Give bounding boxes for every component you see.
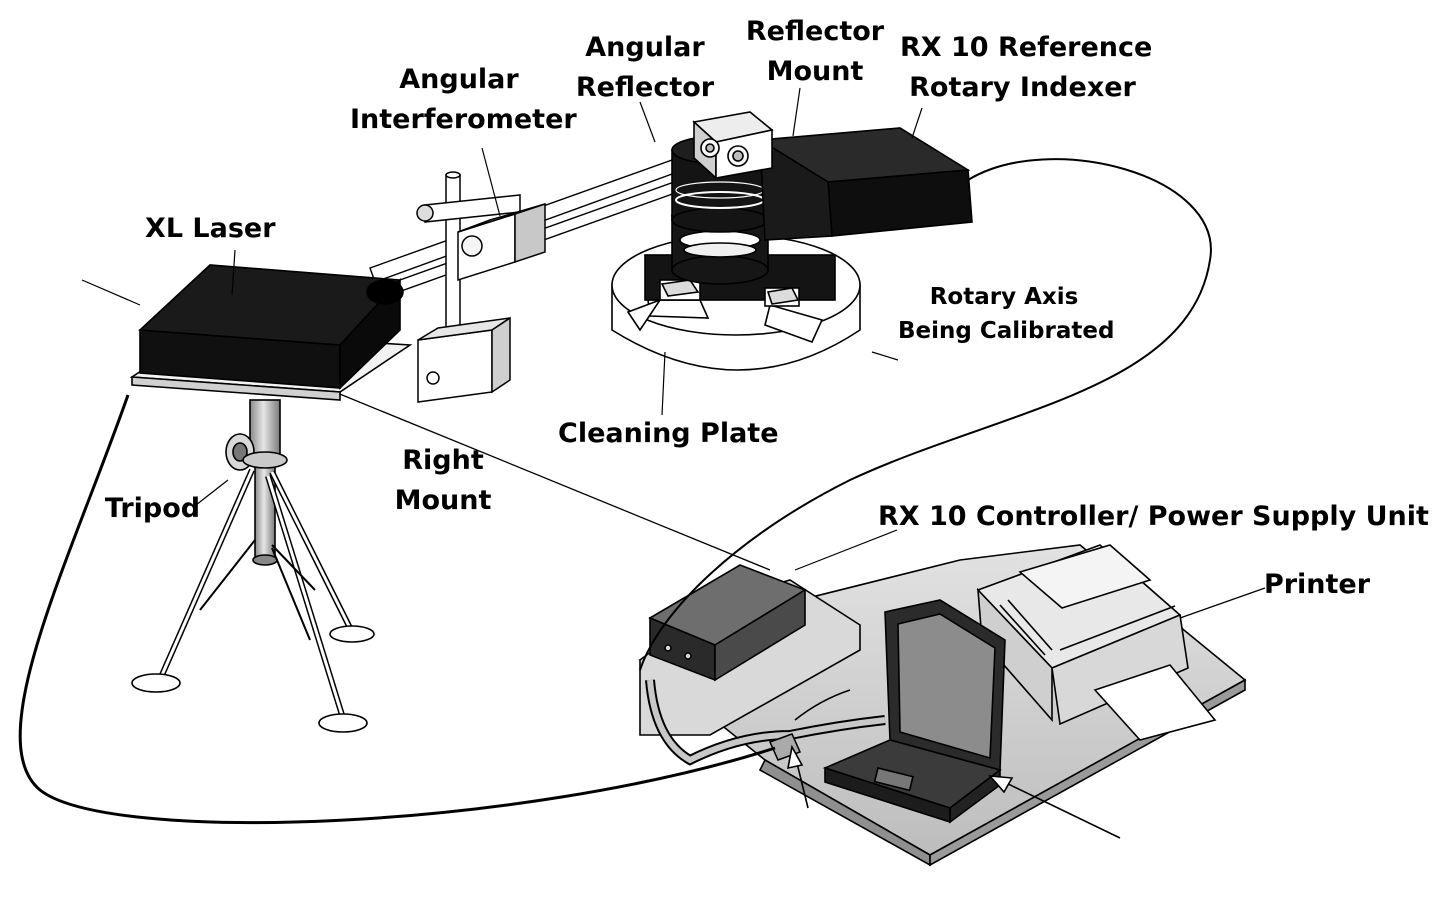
right-mount-line [329,389,771,571]
background-line [81,279,141,306]
xl-laser-device [129,264,413,401]
pointer-arrows [786,744,1121,839]
laptop-device [822,599,1006,824]
angular-interferometer-device [457,202,546,282]
label-xl-laser: XL Laser [145,213,276,244]
data-cable-inner [647,679,886,764]
label-cleaning-plate: Cleaning Plate [558,418,779,449]
angular-reflector-device [692,111,774,180]
label-reflector-mount: Reflector Mount [745,16,885,87]
label-angular-interferometer: Angular Interferometer [350,64,577,135]
label-controller: RX 10 Controller/ Power Supply Unit [878,501,1429,532]
dash-mark [871,351,899,361]
label-angular-reflector: Angular Reflector [575,32,715,103]
laptop-cable [794,689,851,721]
interferometer-post [416,171,521,403]
label-right-mount: Right Mount [394,445,492,516]
printer-device [976,544,1217,741]
controller-box [639,564,861,736]
leader-lines [195,87,1266,619]
label-rx10-reference-rotary-indexer: RX 10 Reference Rotary Indexer [900,32,1153,103]
label-rotary-axis: Rotary Axis Being Calibrated [898,284,1115,344]
indexer-cable-loop [639,158,1212,671]
rotary-indexer-body [757,127,973,241]
tripod-stand [131,399,375,733]
label-tripod: Tripod [104,493,201,524]
laser-cable-loop [18,394,776,825]
label-printer: Printer [1263,569,1371,600]
